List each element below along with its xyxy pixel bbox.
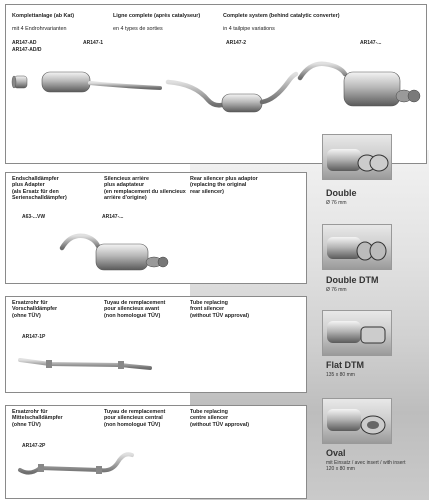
centre-replacement-tube — [18, 452, 134, 475]
variant-oval-dim: mit Einsatz / avec insert / with insert … — [326, 460, 406, 472]
section2-de: Endschalldämpfer plus Adapter (als Ersat… — [12, 176, 67, 202]
section4-fr: Tuyau de remplacement pour silencieux ce… — [104, 409, 166, 428]
code-a63-vw: A63-...VW — [22, 214, 46, 220]
code-ar147-2p: AR147-2P — [22, 443, 46, 449]
centre-silencer-part — [165, 71, 299, 113]
section4-de: Ersatzrohr für Mittelschalldämpfer (ohne… — [12, 409, 63, 428]
code-ar147-2: AR147-2 — [226, 40, 247, 46]
section4-en: Tube replacing centre silencer (without … — [190, 409, 249, 428]
variant-oval-photo — [322, 398, 392, 444]
front-tube-box — [5, 296, 307, 393]
code-ar147-rear-2: AR147-... — [102, 214, 124, 220]
section3-fr: Tuyau de remplacement pour silencieux av… — [104, 300, 166, 319]
variant-double-dtm-photo — [322, 224, 392, 270]
heading-en: Complete system (behind catalytic conver… — [223, 13, 340, 33]
variant-double-photo — [322, 134, 392, 180]
centre-tube-box — [5, 405, 307, 499]
variant-double-name: Double — [326, 188, 357, 198]
variant-flat-dtm-photo — [322, 310, 392, 356]
variant-flat-dtm-name: Flat DTM — [326, 360, 364, 370]
front-replacement-tube — [18, 358, 152, 370]
code-ar147-rear: AR147-... — [360, 40, 382, 46]
section3-de: Ersatzrohr für Vorschalldämpfer (ohne TÜ… — [12, 300, 58, 319]
variant-flat-dtm-dim: 135 x 80 mm — [326, 372, 355, 378]
heading-de: Komplettanlage (ab Kat) mit 4 Endrohrvar… — [12, 13, 74, 33]
rear-silencer-part — [297, 61, 421, 107]
variant-double-dtm-dim: Ø 76 mm — [326, 287, 347, 293]
section2-rear-silencer — [59, 233, 169, 271]
section2-fr: Silencieux arrière plus adaptateur (en r… — [104, 176, 186, 202]
code-ar147-1p: AR147-1P — [22, 334, 46, 340]
variant-oval-name: Oval — [326, 448, 346, 458]
code-ar147-ad-d: AR147-AD/D — [12, 47, 42, 53]
variant-double-dtm-name: Double DTM — [326, 275, 379, 285]
heading-fr: Ligne complete (après catalyseur) en 4 t… — [113, 13, 201, 33]
variant-double-dim: Ø 76 mm — [326, 200, 347, 206]
adaptor-part — [11, 75, 28, 89]
code-ar147-ad: AR147-AD — [12, 40, 37, 46]
code-ar147-1: AR147-1 — [83, 40, 104, 46]
section3-en: Tube replacing front silencer (without T… — [190, 300, 249, 319]
section2-en: Rear silencer plus adaptor (replacing th… — [190, 176, 258, 195]
front-silencer-part — [27, 71, 162, 93]
